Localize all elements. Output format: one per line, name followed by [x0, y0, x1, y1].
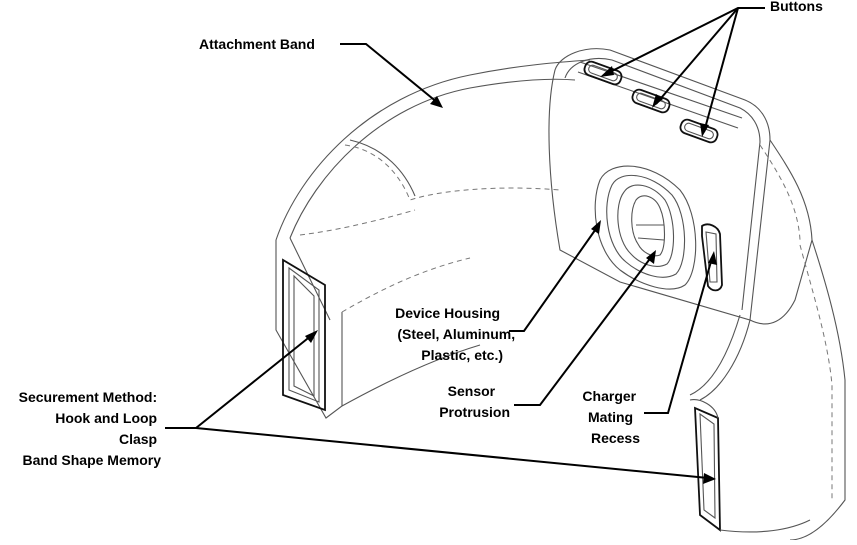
label-securement-line1: Securement Method: — [19, 389, 157, 405]
leader-buttons-1 — [606, 8, 765, 74]
label-sensor-line2: Protrusion — [439, 404, 510, 420]
label-charger-line1: Charger — [582, 388, 636, 404]
leader-sensor — [514, 256, 652, 405]
label-buttons: Buttons — [770, 0, 823, 14]
leader-attachment-band — [340, 44, 438, 103]
label-securement-method: Securement Method: Hook and Loop Clasp B… — [19, 389, 162, 468]
label-securement-line3: Clasp — [119, 431, 157, 447]
attachment-band-drawing — [276, 60, 590, 418]
label-charger-line3: Recess — [591, 430, 640, 446]
label-attachment-band: Attachment Band — [199, 36, 315, 52]
label-device-housing-line2: (Steel, Aluminum, — [397, 326, 515, 342]
leader-securement-up — [165, 335, 312, 428]
button-1-icon[interactable] — [583, 60, 623, 86]
arrowhead-charger — [708, 251, 717, 265]
label-charger-mating-recess: Charger Mating Recess — [582, 388, 640, 446]
arrowhead-securement-up — [305, 330, 318, 343]
sensor-protrusion-icon — [595, 166, 696, 289]
label-device-housing-line1: Device Housing — [395, 305, 500, 321]
leader-charger — [644, 258, 712, 413]
label-device-housing: Device Housing (Steel, Aluminum, Plastic… — [395, 305, 519, 363]
leader-device-housing — [509, 226, 598, 331]
label-sensor-line1: Sensor — [448, 383, 496, 399]
label-securement-line4: Band Shape Memory — [23, 452, 162, 468]
label-charger-line2: Mating — [588, 409, 633, 425]
label-securement-line2: Hook and Loop — [55, 410, 157, 426]
label-sensor-protrusion: Sensor Protrusion — [439, 383, 510, 420]
label-device-housing-line3: Plastic, etc.) — [421, 347, 503, 363]
button-3-icon[interactable] — [679, 118, 719, 144]
